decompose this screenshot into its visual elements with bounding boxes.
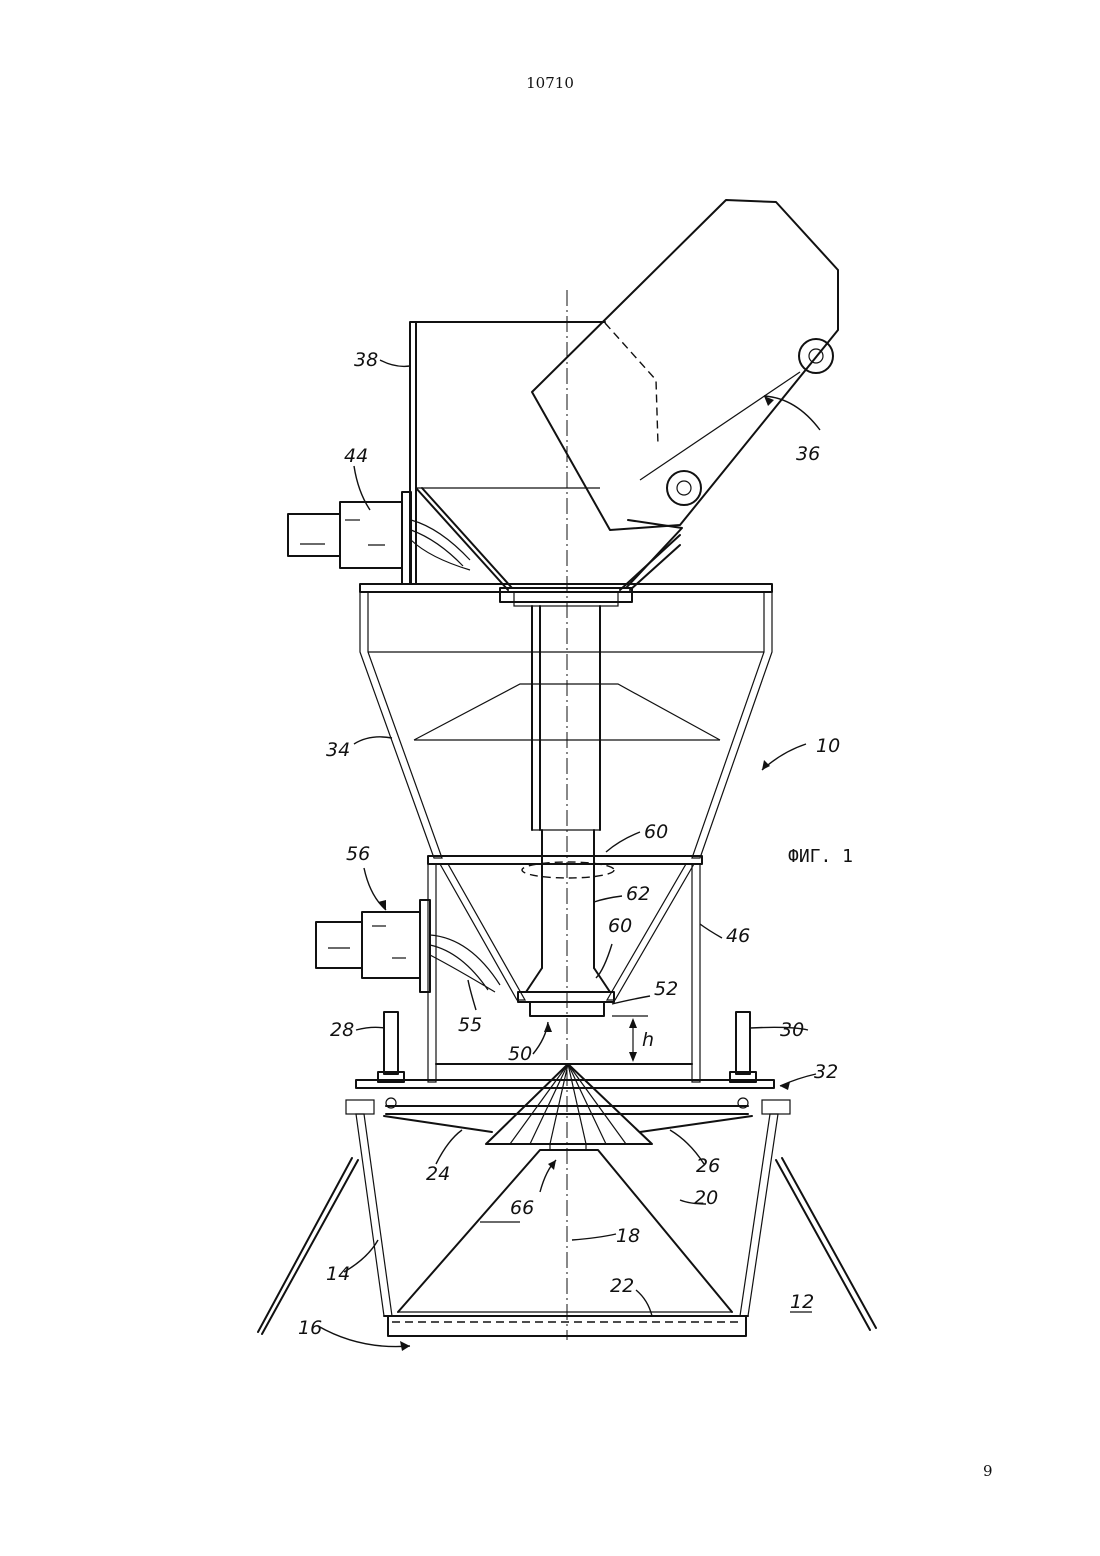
label-12: 12: [790, 1291, 814, 1313]
top-plate: [360, 584, 772, 606]
base-plate: [346, 1080, 790, 1132]
lower-chamber-46: [428, 864, 700, 1082]
label-16: 16: [298, 1317, 322, 1339]
upper-cone-34: [360, 592, 772, 864]
label-60-top: 60: [644, 821, 668, 843]
motor-44: [288, 492, 470, 584]
label-50: 50: [508, 1043, 532, 1065]
label-38: 38: [354, 349, 378, 371]
page-number: 9: [983, 1462, 993, 1480]
figure-caption: ФИГ. 1: [788, 846, 853, 867]
label-34: 34: [326, 739, 350, 761]
label-56: 56: [346, 843, 370, 865]
label-14: 14: [326, 1263, 350, 1285]
label-60-bottom: 60: [608, 915, 632, 937]
label-h: h: [642, 1029, 654, 1051]
label-28: 28: [330, 1019, 354, 1041]
label-36: 36: [796, 443, 820, 465]
label-26: 26: [696, 1155, 720, 1177]
label-20: 20: [694, 1187, 718, 1209]
label-30: 30: [780, 1019, 804, 1041]
label-22: 22: [610, 1275, 634, 1297]
label-66: 66: [510, 1197, 534, 1219]
label-32: 32: [814, 1061, 838, 1083]
bottom-vessel-14: [258, 1114, 876, 1336]
label-44: 44: [344, 445, 368, 467]
label-24: 24: [426, 1163, 450, 1185]
motor-56: [316, 900, 500, 992]
label-10: 10: [816, 735, 840, 757]
central-tube: [518, 606, 614, 1016]
feeder-36: [532, 200, 838, 588]
label-55: 55: [458, 1014, 482, 1036]
label-62: 62: [626, 883, 650, 905]
label-18: 18: [616, 1225, 640, 1247]
label-46: 46: [726, 925, 750, 947]
reference-labels: 38 44 36 34 10 60 56 62 46 60 52 55 28 3…: [298, 349, 853, 1339]
label-52: 52: [654, 978, 678, 1000]
